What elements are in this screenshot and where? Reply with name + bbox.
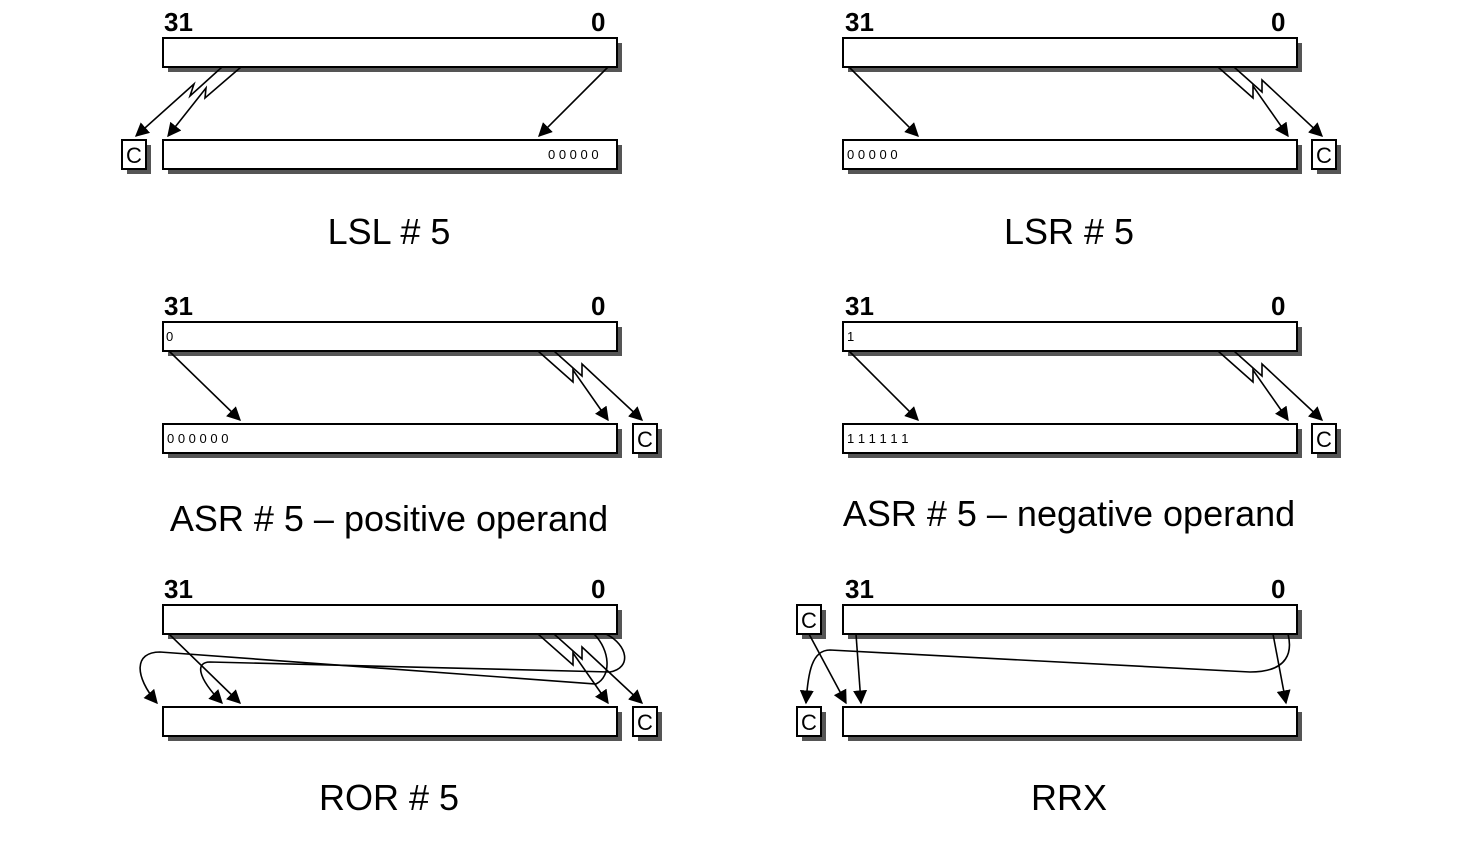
shift-arrows xyxy=(168,350,644,422)
carry-in-flag: C xyxy=(796,604,826,639)
carry-flag: C xyxy=(1311,139,1341,174)
result-register xyxy=(842,706,1302,741)
result-register: 0 0 0 0 0 xyxy=(842,139,1302,174)
rotate-arrows xyxy=(799,633,1291,705)
bit-0-label: 0 xyxy=(591,291,605,321)
result-register xyxy=(162,706,622,741)
bit-31-label: 31 xyxy=(164,7,193,37)
carry-out-flag: C xyxy=(796,706,826,741)
shift-arrows xyxy=(848,66,1324,138)
carry-label: C xyxy=(126,143,142,168)
zero-fill: 0 0 0 0 0 xyxy=(548,147,599,162)
zero-fill: 0 0 0 0 0 xyxy=(847,147,898,162)
shift-arrows xyxy=(848,350,1324,422)
sign-fill: 1 1 1 1 1 1 xyxy=(847,431,908,446)
carry-flag: C xyxy=(632,423,662,458)
panel-rrx: 31 0 C C RRX xyxy=(796,574,1302,818)
caption: ROR # 5 xyxy=(319,777,459,818)
carry-label: C xyxy=(637,710,653,735)
caption: LSR # 5 xyxy=(1004,211,1134,252)
source-register xyxy=(162,37,622,72)
sign-fill: 0 0 0 0 0 0 xyxy=(167,431,228,446)
bit-0-label: 0 xyxy=(1271,291,1285,321)
carry-label: C xyxy=(1316,427,1332,452)
carry-flag: C xyxy=(1311,423,1341,458)
source-register xyxy=(842,37,1302,72)
bit-0-label: 0 xyxy=(591,7,605,37)
sign-bit: 0 xyxy=(166,329,173,344)
panel-lsl: 31 0 0 0 0 0 0 C LSL # 5 xyxy=(121,7,622,252)
panel-asr-negative: 31 0 1 1 1 1 1 1 1 C ASR # 5 – negative … xyxy=(842,291,1341,534)
caption: ASR # 5 – negative operand xyxy=(843,493,1295,534)
caption: RRX xyxy=(1031,777,1107,818)
bit-0-label: 0 xyxy=(1271,574,1285,604)
panel-lsr: 31 0 0 0 0 0 0 C LSR # 5 xyxy=(842,7,1341,252)
caption: LSL # 5 xyxy=(328,211,451,252)
bit-31-label: 31 xyxy=(845,7,874,37)
rotate-arrows xyxy=(139,633,644,705)
bit-31-label: 31 xyxy=(845,574,874,604)
carry-flag: C xyxy=(121,139,151,174)
source-register xyxy=(842,604,1302,639)
panel-asr-positive: 31 0 0 0 0 0 0 0 0 C ASR # 5 – positive … xyxy=(162,291,662,539)
carry-flag: C xyxy=(632,706,662,741)
source-register xyxy=(162,604,622,639)
bit-0-label: 0 xyxy=(591,574,605,604)
shift-arrows xyxy=(134,66,609,138)
bit-31-label: 31 xyxy=(845,291,874,321)
result-register: 0 0 0 0 0 xyxy=(162,139,622,174)
carry-label: C xyxy=(1316,143,1332,168)
bit-31-label: 31 xyxy=(164,574,193,604)
source-register: 1 xyxy=(842,321,1302,356)
sign-bit: 1 xyxy=(847,329,854,344)
panel-ror: 31 0 C ROR # 5 xyxy=(139,574,662,818)
carry-label: C xyxy=(637,427,653,452)
result-register: 0 0 0 0 0 0 xyxy=(162,423,622,458)
carry-label: C xyxy=(801,608,817,633)
caption: ASR # 5 – positive operand xyxy=(170,498,608,539)
result-register: 1 1 1 1 1 1 xyxy=(842,423,1302,458)
bit-31-label: 31 xyxy=(164,291,193,321)
bit-0-label: 0 xyxy=(1271,7,1285,37)
source-register: 0 xyxy=(162,321,622,356)
carry-label: C xyxy=(801,710,817,735)
